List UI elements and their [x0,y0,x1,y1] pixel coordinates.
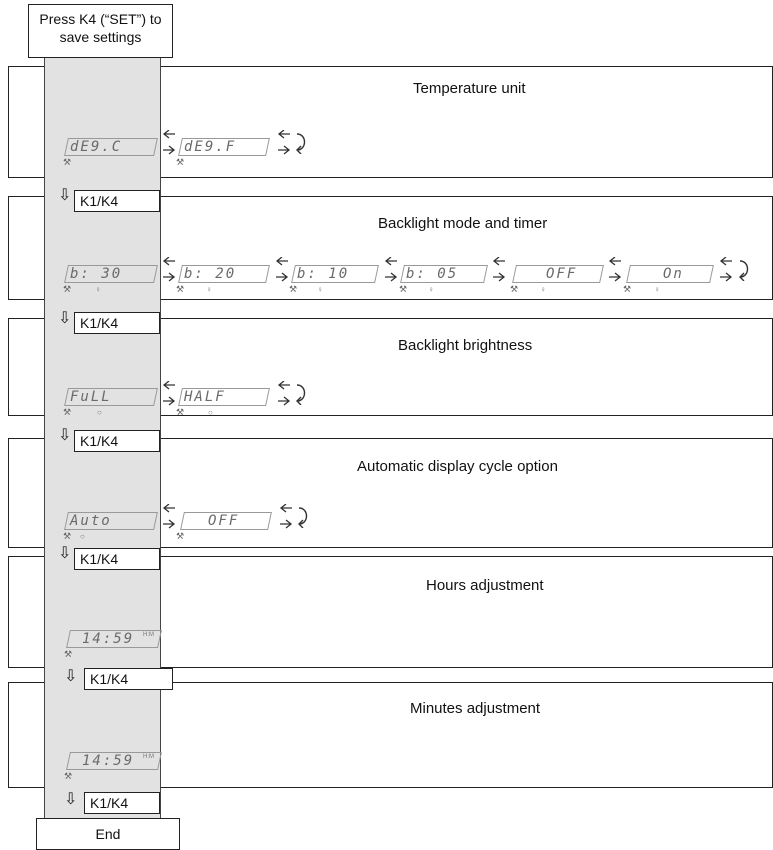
lcd-display-half: HALF [184,389,226,405]
bulb-icon: ○ [97,408,102,417]
wrench-icon: ⚒ [176,531,185,541]
toggle-arrows-icon [279,504,293,529]
toggle-arrows-icon [275,257,289,282]
bulb-icon: ♀ [540,285,546,294]
cycle-arrow-icon [298,507,308,528]
down-arrow-icon: ⇩ [58,310,72,327]
hour-minute-indicator: H:M [143,632,154,638]
settings-column [44,58,161,850]
cycle-arrow-icon [739,260,749,281]
wrench-icon: ⚒ [63,407,72,417]
lcd-display-b05: b: 05 [406,266,459,282]
hour-minute-indicator: H:M [143,754,154,760]
section-title-auto-cycle: Automatic display cycle option [357,458,558,475]
step-box-k1-k4: K1/K4 [84,792,160,814]
wrench-icon: ⚒ [623,284,632,294]
toggle-arrows-icon [162,130,176,155]
step-box-k1-k4: K1/K4 [74,190,160,212]
lcd-display-full: FuLL [70,389,112,405]
toggle-arrows-icon [162,504,176,529]
cycle-indicator-icon: ○ [80,532,85,541]
down-arrow-icon: ⇩ [58,427,72,444]
step-box-k1-k4: K1/K4 [74,548,160,570]
wrench-icon: ⚒ [510,284,519,294]
down-arrow-icon: ⇩ [58,545,72,562]
toggle-arrows-icon [277,381,291,406]
down-arrow-icon: ⇩ [58,187,72,204]
cycle-arrow-icon [296,384,306,405]
wrench-icon: ⚒ [289,284,298,294]
toggle-arrows-icon [492,257,506,282]
wrench-icon: ⚒ [176,157,185,167]
bulb-icon: ♀ [654,285,660,294]
step-box-k1-k4: K1/K4 [74,312,160,334]
lcd-display-auto: Auto [70,513,112,529]
toggle-arrows-icon [384,257,398,282]
start-box-text: Press K4 (“SET”) to save settings [39,11,162,45]
lcd-display-hours: 14:59 [82,631,135,647]
wrench-icon: ⚒ [63,284,72,294]
toggle-arrows-icon [162,257,176,282]
lcd-display-off: OFF [546,266,578,282]
section-title-backlight-mode: Backlight mode and timer [378,215,548,232]
down-arrow-icon: ⇩ [64,791,78,808]
end-box-text: End [95,826,121,842]
lcd-display-deg-c: dE9.C [70,139,123,155]
section-title-hours-adjustment: Hours adjustment [426,577,544,594]
end-box: End [36,818,180,850]
toggle-arrows-icon [719,257,733,282]
lcd-display-on: On [663,266,684,282]
wrench-icon: ⚒ [64,649,73,659]
wrench-icon: ⚒ [176,284,185,294]
toggle-arrows-icon [277,130,291,155]
lcd-display-deg-f: dE9.F [184,139,237,155]
wrench-icon: ⚒ [64,771,73,781]
lcd-display-b30: b: 30 [70,266,123,282]
wrench-icon: ⚒ [63,157,72,167]
cycle-arrow-icon [296,133,306,154]
start-box: Press K4 (“SET”) to save settings [28,4,173,58]
step-box-k1-k4: K1/K4 [74,430,160,452]
section-title-backlight-brightness: Backlight brightness [398,337,533,354]
toggle-arrows-icon [608,257,622,282]
section-title-minutes-adjustment: Minutes adjustment [410,700,541,717]
lcd-display-b20: b: 20 [184,266,237,282]
lcd-display-b10: b: 10 [297,266,350,282]
wrench-icon: ⚒ [63,531,72,541]
wrench-icon: ⚒ [399,284,408,294]
down-arrow-icon: ⇩ [64,668,78,685]
bulb-icon: ♀ [317,285,323,294]
bulb-icon: ♀ [95,285,101,294]
lcd-display-minutes: 14:59 [82,753,135,769]
lcd-display-auto-off: OFF [208,513,240,529]
toggle-arrows-icon [162,381,176,406]
bulb-icon: ♀ [428,285,434,294]
step-box-k1-k4: K1/K4 [84,668,173,690]
wrench-icon: ⚒ [176,407,185,417]
bulb-icon: ○ [208,408,213,417]
bulb-icon: ♀ [206,285,212,294]
section-title-temperature-unit: Temperature unit [413,80,526,97]
